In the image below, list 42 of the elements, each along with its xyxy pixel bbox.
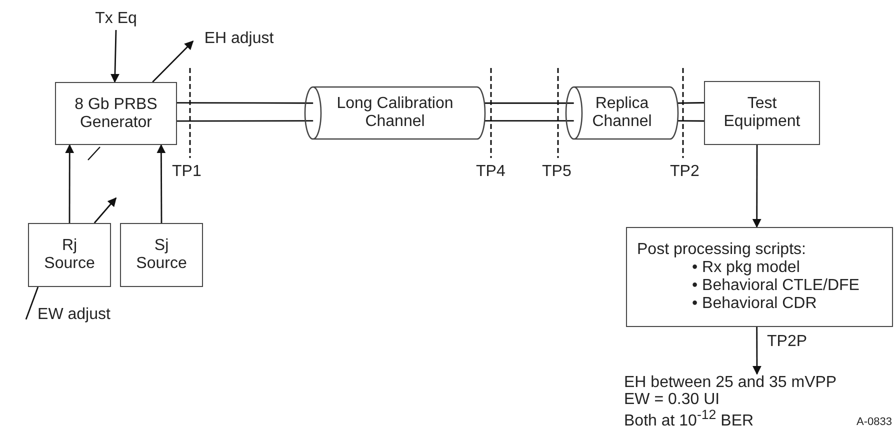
connector-line <box>678 102 704 104</box>
adjust-label: EW adjust <box>38 306 110 324</box>
list-item: • Behavioral CTLE/DFE <box>691 277 860 295</box>
arrow <box>65 144 74 223</box>
arrow <box>94 197 117 224</box>
connector-line <box>485 102 574 104</box>
equipment-box <box>704 81 820 145</box>
result-text: Both at 10$^{-12}$ BER <box>624 408 754 430</box>
output-label: EH adjust <box>204 30 274 48</box>
test-point-label: TP2 <box>670 163 700 181</box>
arrow <box>156 144 166 223</box>
list-heading: Post processing scripts: <box>637 241 806 260</box>
channel-cylinder <box>566 87 678 139</box>
node-label: Sj Source <box>136 237 187 273</box>
arrow <box>752 327 762 375</box>
input-label: Tx Eq <box>95 10 137 28</box>
arrow <box>752 145 762 228</box>
test-point-label: TP4 <box>476 163 506 181</box>
node-label: Long Calibration Channel <box>336 95 454 131</box>
connector-line <box>177 102 314 104</box>
channel-cylinder <box>305 87 485 139</box>
connector-line <box>177 120 314 122</box>
source-box <box>120 223 203 287</box>
node-label: Replica Channel <box>591 95 653 131</box>
result-text: EW = 0.30 UI <box>624 390 720 409</box>
result-text: EH between 25 and 35 mVPP <box>624 374 837 392</box>
connector-line <box>678 120 704 122</box>
list-item: • Behavioral CDR <box>691 294 817 313</box>
process-box <box>626 227 893 327</box>
test-point-label: TP5 <box>542 163 572 181</box>
node-label: Test Equipment <box>722 95 802 131</box>
generator-box <box>55 82 177 145</box>
arrow <box>110 30 120 83</box>
arrow <box>152 40 194 82</box>
connector-line <box>25 286 39 320</box>
test-point-label: TP1 <box>172 163 202 181</box>
connector-line <box>485 120 574 122</box>
source-box <box>28 223 111 287</box>
node-label: Rj Source <box>44 237 95 273</box>
node-label: 8 Gb PRBS Generator <box>74 96 158 132</box>
list-item: • Rx pkg model <box>691 259 800 277</box>
figure-number: A-0833 <box>856 416 892 428</box>
